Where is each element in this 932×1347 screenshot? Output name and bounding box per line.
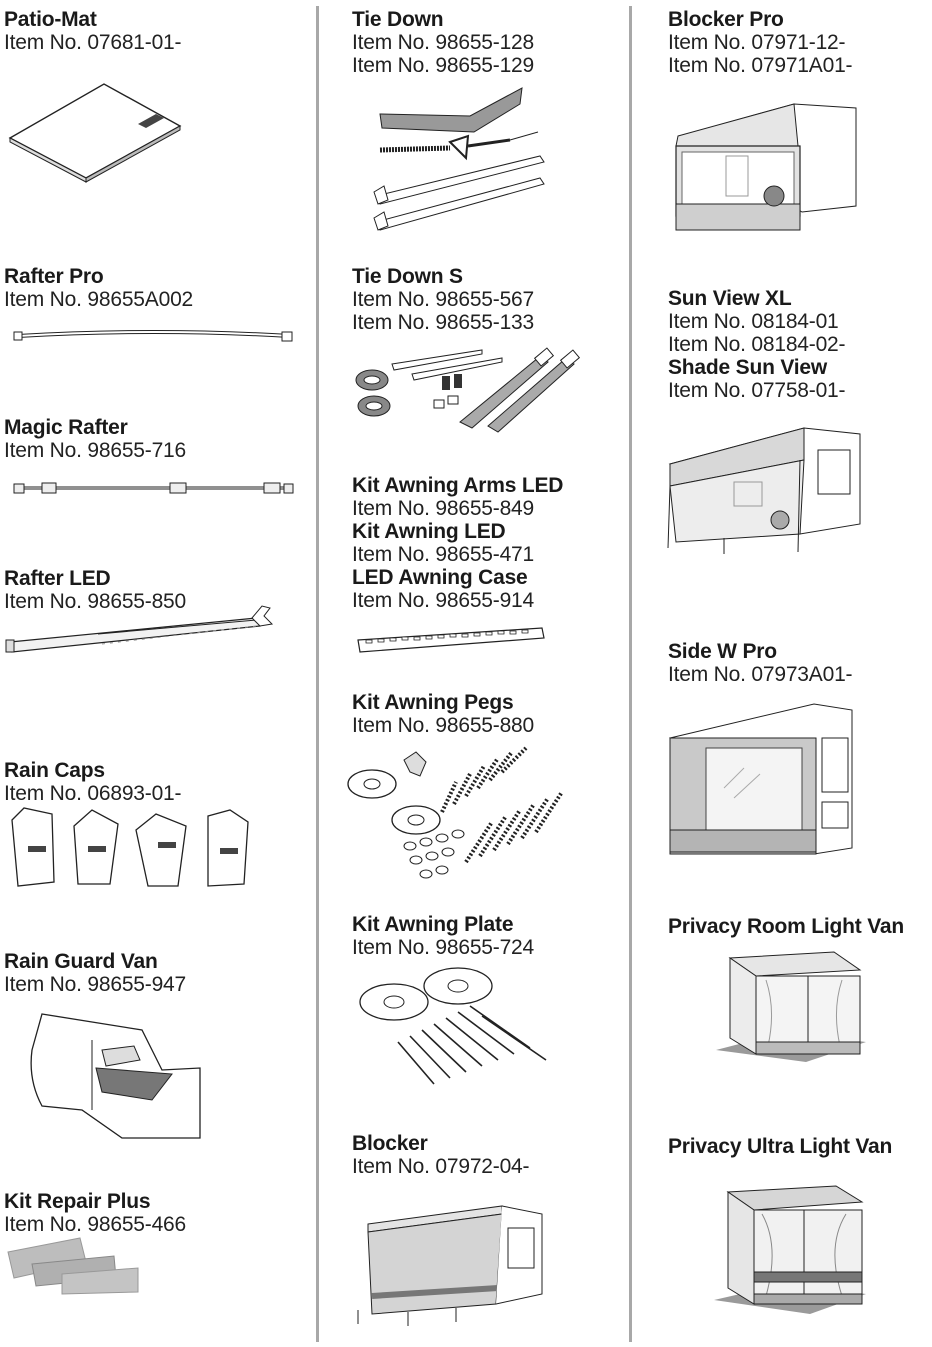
product-name: Tie Down	[352, 8, 444, 31]
patio-mat-illustration	[8, 80, 183, 180]
column-divider-right	[629, 6, 632, 1342]
product-name: Patio-Mat	[4, 8, 97, 31]
item-number: Item No. 08184-02-	[668, 333, 846, 356]
item-number: Item No. 07972-04-	[352, 1155, 530, 1178]
privacy-room-light-van-illustration	[716, 950, 866, 1062]
blocker-illustration	[352, 1184, 548, 1330]
product-name: Sun View XL	[668, 287, 792, 310]
item-number: Item No. 98655A002	[4, 288, 194, 311]
item-number: Item No. 98655-471	[352, 543, 535, 566]
product-privacy-ultra-light-van: Privacy Ultra Light Van	[668, 1135, 892, 1158]
product-name: Rain Caps	[4, 759, 105, 782]
product-name: Kit Awning Pegs	[352, 691, 514, 714]
column-divider-left	[316, 6, 319, 1342]
product-kit-awning-pegs: Kit Awning Pegs Item No. 98655-880	[352, 691, 534, 737]
magic-rafter-illustration	[14, 478, 296, 498]
item-number: Item No. 08184-01	[668, 310, 839, 333]
product-sun-view: Sun View XL Item No. 08184-01 Item No. 0…	[668, 287, 846, 402]
rain-guard-van-illustration	[22, 1010, 204, 1140]
product-kit-awning-plate: Kit Awning Plate Item No. 98655-724	[352, 913, 534, 959]
tie-down-s-illustration	[352, 344, 584, 432]
item-number: Item No. 98655-849	[352, 497, 535, 520]
product-name: Side W Pro	[668, 640, 777, 663]
blocker-pro-illustration	[670, 96, 862, 234]
sun-view-illustration	[662, 420, 864, 570]
product-name: Blocker	[352, 1132, 428, 1155]
product-name: Blocker Pro	[668, 8, 784, 31]
product-rain-caps: Rain Caps Item No. 06893-01-	[4, 759, 182, 805]
rafter-led-illustration	[6, 604, 276, 658]
kit-awning-plate-illustration	[356, 966, 556, 1092]
item-number: Item No. 07973A01-	[668, 663, 853, 686]
item-number: Item No. 98655-914	[352, 589, 535, 612]
item-number: Item No. 98655-129	[352, 54, 535, 77]
product-name: Rafter Pro	[4, 265, 104, 288]
product-tie-down-s: Tie Down S Item No. 98655-567 Item No. 9…	[352, 265, 534, 334]
item-number: Item No. 98655-133	[352, 311, 535, 334]
product-name: Tie Down S	[352, 265, 463, 288]
item-number: Item No. 98655-567	[352, 288, 535, 311]
product-name: Shade Sun View	[668, 356, 828, 379]
product-name: Magic Rafter	[4, 416, 128, 439]
product-side-w-pro: Side W Pro Item No. 07973A01-	[668, 640, 853, 686]
product-name: Kit Awning LED	[352, 520, 506, 543]
item-number: Item No. 07971-12-	[668, 31, 846, 54]
product-blocker: Blocker Item No. 07972-04-	[352, 1132, 530, 1178]
product-led-kits: Kit Awning Arms LED Item No. 98655-849 K…	[352, 474, 563, 612]
item-number: Item No. 06893-01-	[4, 782, 182, 805]
product-tie-down: Tie Down Item No. 98655-128 Item No. 986…	[352, 8, 534, 77]
product-blocker-pro: Blocker Pro Item No. 07971-12- Item No. …	[668, 8, 853, 77]
product-name: Kit Awning Arms LED	[352, 474, 564, 497]
product-name: Privacy Ultra Light Van	[668, 1135, 893, 1158]
kit-repair-plus-illustration	[6, 1234, 142, 1296]
product-rain-guard-van: Rain Guard Van Item No. 98655-947	[4, 950, 186, 996]
item-number: Item No. 98655-880	[352, 714, 535, 737]
product-name: Privacy Room Light Van	[668, 915, 904, 938]
item-number: Item No. 98655-128	[352, 31, 535, 54]
side-w-pro-illustration	[664, 698, 858, 862]
product-magic-rafter: Magic Rafter Item No. 98655-716	[4, 416, 186, 462]
item-number: Item No. 07758-01-	[668, 379, 846, 402]
product-name: Rain Guard Van	[4, 950, 158, 973]
item-number: Item No. 98655-724	[352, 936, 535, 959]
product-kit-repair-plus: Kit Repair Plus Item No. 98655-466	[4, 1190, 186, 1236]
product-rafter-pro: Rafter Pro Item No. 98655A002	[4, 265, 193, 311]
item-number: Item No. 07681-01-	[4, 31, 182, 54]
tie-down-illustration	[370, 86, 550, 234]
product-patio-mat: Patio-Mat Item No. 07681-01-	[4, 8, 182, 54]
privacy-ultra-light-van-illustration	[714, 1186, 866, 1314]
kit-awning-pegs-illustration	[346, 742, 580, 882]
product-name: Rafter LED	[4, 567, 111, 590]
product-rafter-led: Rafter LED Item No. 98655-850	[4, 567, 186, 613]
rain-caps-illustration	[8, 806, 254, 890]
rafter-pro-illustration	[14, 326, 294, 346]
led-awning-case-illustration	[356, 624, 546, 654]
item-number: Item No. 98655-716	[4, 439, 187, 462]
item-number: Item No. 07971A01-	[668, 54, 853, 77]
product-name: Kit Awning Plate	[352, 913, 514, 936]
product-privacy-room-light-van: Privacy Room Light Van	[668, 915, 904, 938]
product-name: LED Awning Case	[352, 566, 528, 589]
item-number: Item No. 98655-466	[4, 1213, 187, 1236]
item-number: Item No. 98655-947	[4, 973, 187, 996]
item-number: Item No. 98655-850	[4, 590, 187, 613]
product-name: Kit Repair Plus	[4, 1190, 151, 1213]
